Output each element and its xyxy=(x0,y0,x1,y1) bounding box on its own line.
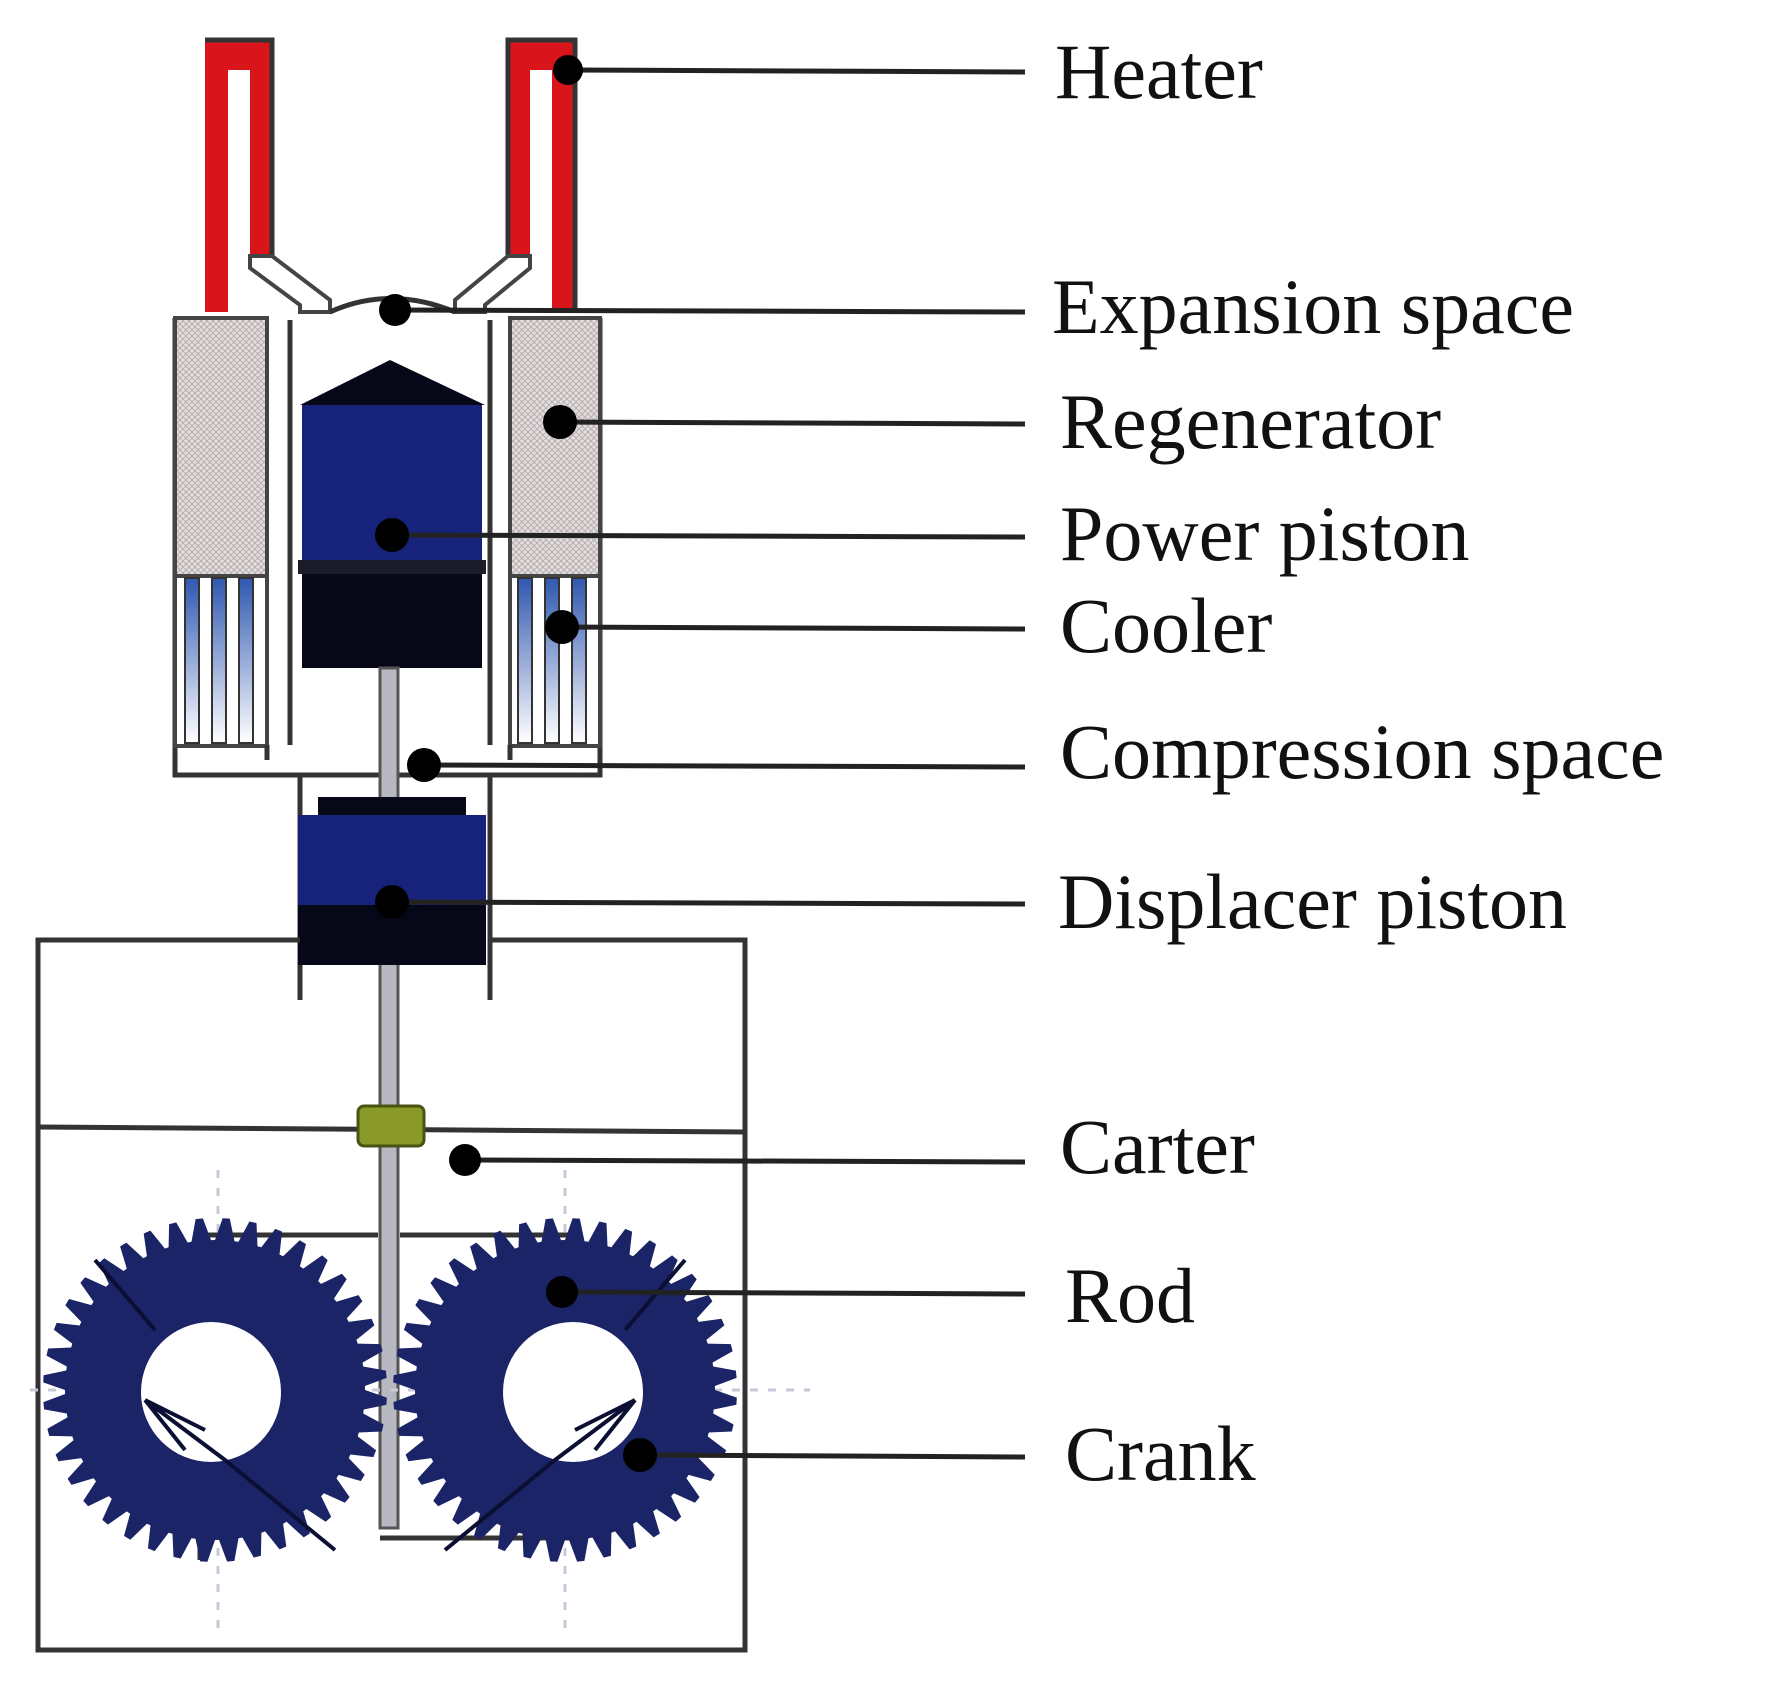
leader-cooler xyxy=(561,624,1026,632)
leader-carter xyxy=(464,1157,1026,1165)
expansion-head-right-arm xyxy=(453,254,532,314)
label-regenerator: Regenerator xyxy=(1060,378,1441,465)
label-heater: Heater xyxy=(1055,28,1263,115)
inner-cylinder-liner xyxy=(287,320,493,745)
dot-regenerator xyxy=(543,405,577,439)
compression-chamber-wall xyxy=(264,745,513,760)
crank-gears xyxy=(43,1218,737,1562)
dot-power-piston xyxy=(375,518,409,552)
dot-carter xyxy=(449,1144,481,1176)
leader-power-piston xyxy=(391,532,1026,540)
label-compression-space: Compression space xyxy=(1060,708,1664,795)
leader-heater xyxy=(567,67,1026,75)
label-cooler: Cooler xyxy=(1060,582,1272,669)
label-rod: Rod xyxy=(1065,1252,1195,1339)
heater-tubes xyxy=(205,37,578,312)
leader-regenerator xyxy=(559,419,1026,427)
cooler-right xyxy=(508,574,602,748)
carter-outline xyxy=(35,937,748,1653)
label-displacer-piston: Displacer piston xyxy=(1058,858,1567,945)
expansion-head-left-arm xyxy=(248,254,332,314)
crank-gear-left-bore xyxy=(141,1322,281,1462)
regenerator-left xyxy=(173,316,269,578)
dot-rod xyxy=(546,1276,578,1308)
dot-cooler xyxy=(545,610,579,644)
leader-displacer-piston xyxy=(391,899,1026,907)
displacer-piston-body xyxy=(298,797,486,965)
dot-heater xyxy=(553,55,583,85)
label-expansion-space: Expansion space xyxy=(1052,263,1574,350)
leader-expansion-space xyxy=(394,307,1026,315)
dot-expansion-space xyxy=(379,294,411,326)
leader-crank xyxy=(639,1452,1026,1460)
crank-gear-left-linkage xyxy=(93,1258,337,1552)
leader-rod xyxy=(561,1289,1026,1297)
crank-gear-right-linkage xyxy=(443,1258,687,1552)
heater-outline xyxy=(205,37,578,312)
label-power-piston: Power piston xyxy=(1060,490,1470,577)
label-carter: Carter xyxy=(1060,1103,1255,1190)
leader-compression-space xyxy=(423,762,1026,770)
cooler-left xyxy=(173,574,269,748)
dot-compression-space xyxy=(407,748,441,782)
rod-bushing xyxy=(356,1104,426,1148)
heater-tube-left xyxy=(205,40,272,312)
label-crank: Crank xyxy=(1065,1410,1256,1497)
crank-gear-right-bore xyxy=(503,1322,643,1462)
dot-displacer-piston xyxy=(375,885,409,919)
dot-crank xyxy=(623,1438,657,1472)
heater-tube-right xyxy=(508,40,575,312)
power-piston-body xyxy=(298,360,486,668)
callouts: Heater Expansion space Regenerator Power… xyxy=(375,28,1664,1497)
